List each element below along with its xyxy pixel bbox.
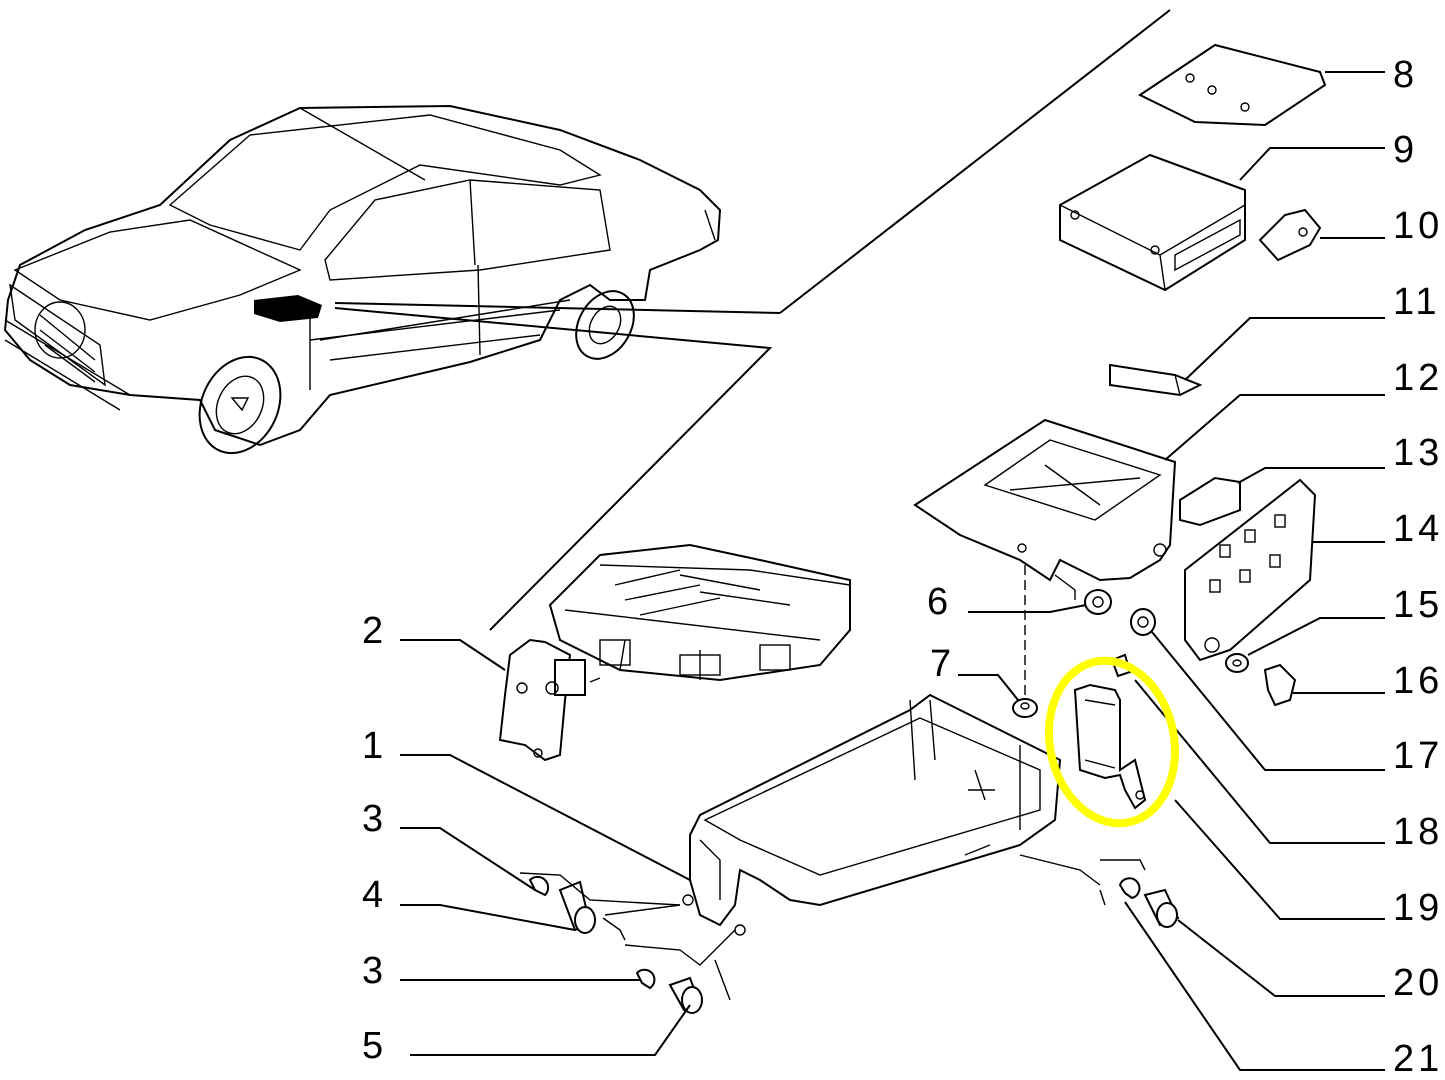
part-1-tray (400, 693, 1062, 936)
callout-3a: 3 (362, 798, 388, 840)
callout-12: 12 (1393, 357, 1444, 399)
part-8-cover-plate (1137, 43, 1385, 127)
callout-1: 1 (362, 725, 388, 767)
callout-4: 4 (362, 874, 388, 916)
part-13-connector (1179, 467, 1385, 527)
part-15-washer (1225, 617, 1385, 673)
part-7-nut (958, 674, 1038, 718)
part-2-strap (400, 638, 601, 762)
ecu-module (548, 543, 851, 682)
part-11-connector-cover (1109, 317, 1385, 397)
callout-8: 8 (1393, 54, 1419, 96)
callout-17: 17 (1393, 735, 1444, 777)
callout-6: 6 (927, 581, 953, 623)
part-6-grommet (968, 565, 1112, 700)
part-9-control-unit (1059, 147, 1385, 292)
callout-15: 15 (1393, 584, 1444, 626)
part-12-ecu-bracket (913, 394, 1385, 600)
callout-11: 11 (1393, 281, 1441, 323)
callout-5: 5 (362, 1025, 388, 1067)
callout-19: 19 (1393, 887, 1444, 929)
callout-16: 16 (1393, 660, 1444, 702)
part-21-clip (1019, 854, 1385, 1071)
callout-2: 2 (362, 610, 388, 652)
part-20-pin (1143, 888, 1385, 997)
callout-10: 10 (1393, 205, 1444, 247)
callout-18: 18 (1393, 811, 1444, 853)
callout-7: 7 (930, 643, 956, 685)
callout-21: 21 (1393, 1038, 1444, 1080)
part-14-relay-plate (1184, 478, 1385, 662)
callout-3b: 3 (362, 950, 388, 992)
part-10-bracket-clip (1258, 208, 1385, 262)
part-19-bracket (1073, 683, 1385, 920)
ecu-location-marker (254, 295, 322, 322)
left-fasteners (400, 827, 736, 1056)
callout-14: 14 (1393, 508, 1444, 550)
part-17-grommet (1130, 608, 1385, 771)
highlight-ellipse (1045, 656, 1179, 828)
callout-20: 20 (1393, 962, 1444, 1004)
callout-13: 13 (1393, 432, 1444, 474)
car-illustration (3, 9, 1171, 631)
part-16-clip (1263, 663, 1385, 707)
callout-9: 9 (1393, 129, 1419, 171)
